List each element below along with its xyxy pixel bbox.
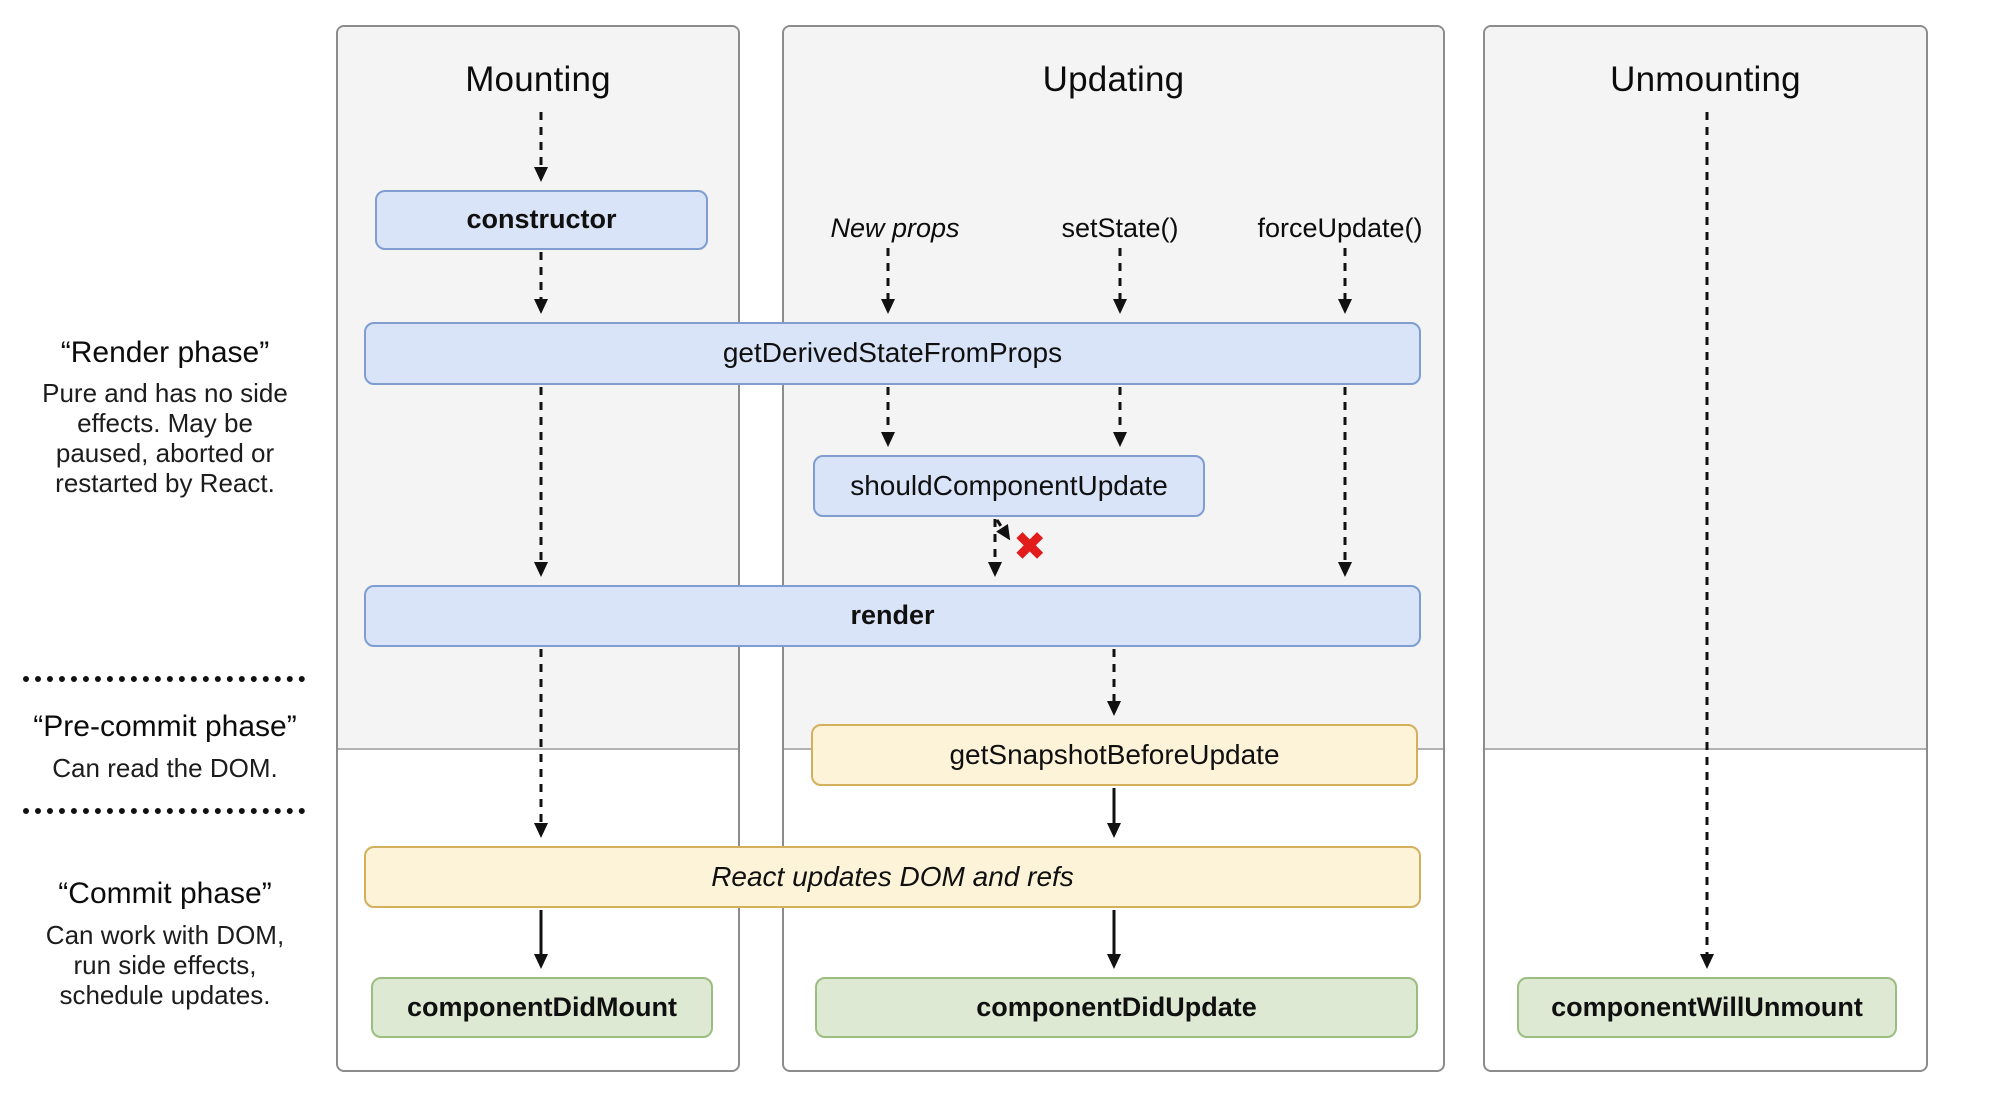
- phase-divider: [23, 808, 305, 814]
- render-phase-region: [1485, 27, 1926, 750]
- componentdidmount-node: componentDidMount: [371, 977, 713, 1038]
- componentdidupdate-node: componentDidUpdate: [815, 977, 1418, 1038]
- updating-column-title: Updating: [1042, 60, 1185, 99]
- new-props-label: New props: [830, 213, 960, 243]
- mounting-column-title: Mounting: [465, 60, 611, 99]
- render-node: render: [364, 585, 1421, 647]
- getderivedstatefromprops-node: getDerivedStateFromProps: [364, 322, 1421, 385]
- no-rerender-x-icon: ✖: [1013, 525, 1047, 569]
- pre-commit-phase-description: Can read the DOM.: [52, 753, 278, 783]
- setstate-label: setState(): [1061, 213, 1179, 243]
- pre-commit-phase-title: “Pre-commit phase”: [33, 710, 297, 743]
- commit-phase-description: Can work with DOM, run side effects, sch…: [45, 920, 285, 1011]
- unmounting-column-title: Unmounting: [1610, 60, 1801, 99]
- getsnapshotbeforeupdate-node: getSnapshotBeforeUpdate: [811, 724, 1418, 786]
- updating-column: Updating: [782, 25, 1445, 1072]
- unmounting-column: Unmounting: [1483, 25, 1928, 1072]
- forceupdate-label: forceUpdate(): [1257, 213, 1423, 243]
- componentwillunmount-node: componentWillUnmount: [1517, 977, 1897, 1038]
- commit-phase-title: “Commit phase”: [58, 877, 272, 910]
- mounting-column: Mounting: [336, 25, 740, 1072]
- react-updates-dom-node: React updates DOM and refs: [364, 846, 1421, 908]
- render-phase-title: “Render phase”: [60, 336, 270, 369]
- phase-divider: [23, 676, 305, 682]
- shouldcomponentupdate-node: shouldComponentUpdate: [813, 455, 1205, 517]
- constructor-node: constructor: [375, 190, 708, 250]
- render-phase-description: Pure and has no side effects. May be pau…: [42, 378, 288, 499]
